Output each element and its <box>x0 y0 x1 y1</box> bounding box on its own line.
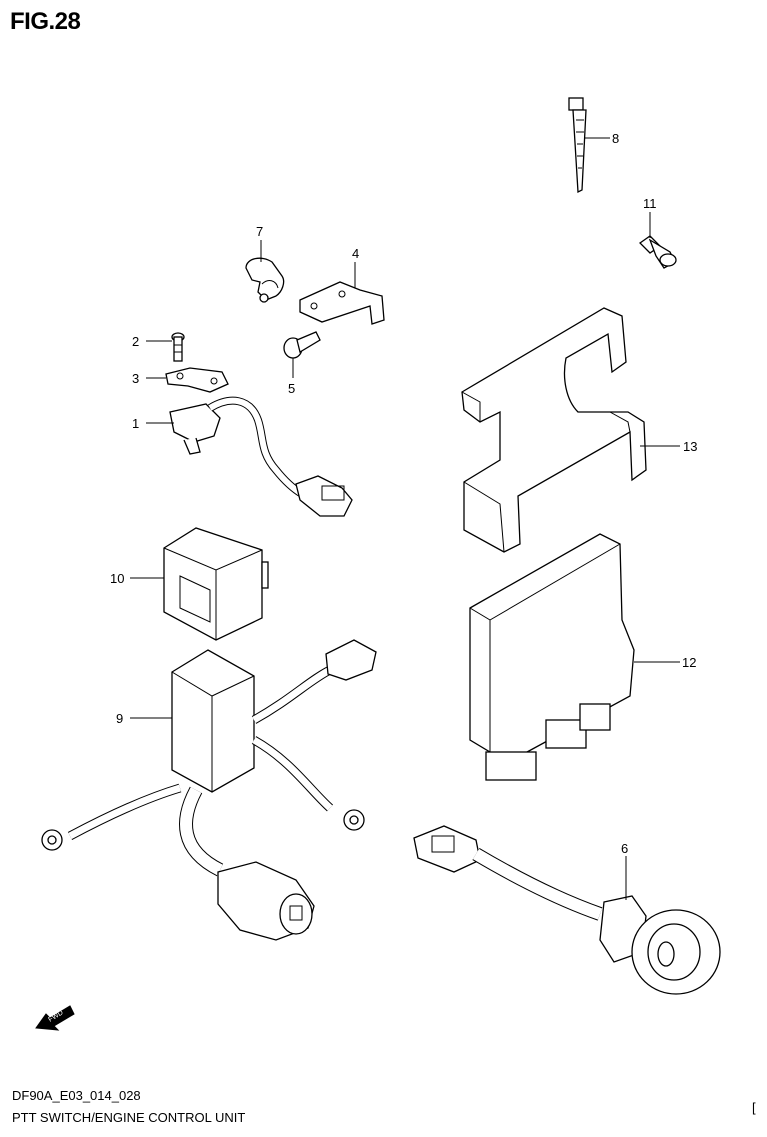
drawing-code: DF90A_E03_014_028 <box>12 1088 141 1103</box>
callout-13: 13 <box>683 439 697 454</box>
callout-7: 7 <box>256 224 263 239</box>
callout-6: 6 <box>621 841 628 856</box>
callout-11: 11 <box>643 196 657 211</box>
part-8-cable-tie[interactable] <box>568 97 587 194</box>
figure-title: FIG.28 <box>10 8 81 35</box>
callout-8: 8 <box>612 131 619 146</box>
callout-9: 9 <box>116 711 123 726</box>
callout-3: 3 <box>132 371 139 386</box>
part-5-screw[interactable] <box>283 331 321 359</box>
part-2-screw[interactable] <box>171 332 185 362</box>
forward-arrow-icon: FWD <box>35 1005 75 1031</box>
callout-12: 12 <box>682 655 696 670</box>
drawing-description: PTT SWITCH/ENGINE CONTROL UNIT <box>12 1110 246 1125</box>
callout-4: 4 <box>352 246 359 261</box>
part-1-trim-sensor[interactable] <box>169 396 353 517</box>
callout-5: 5 <box>288 381 295 396</box>
part-3-plate[interactable] <box>165 367 229 393</box>
part-6-ptt-switch[interactable] <box>413 825 721 995</box>
part-10-cover[interactable] <box>163 527 269 641</box>
part-13-ecu-holder[interactable] <box>461 307 647 553</box>
part-7-clamp[interactable] <box>245 257 285 303</box>
callout-10: 10 <box>110 571 124 586</box>
part-4-bracket[interactable] <box>299 281 385 325</box>
page-mark: [ <box>752 1100 756 1115</box>
part-9-harness-relay[interactable] <box>41 639 377 941</box>
callout-1: 1 <box>132 416 139 431</box>
part-12-engine-control-unit[interactable] <box>469 533 635 781</box>
callout-2: 2 <box>132 334 139 349</box>
part-11-bolt[interactable] <box>638 235 677 269</box>
